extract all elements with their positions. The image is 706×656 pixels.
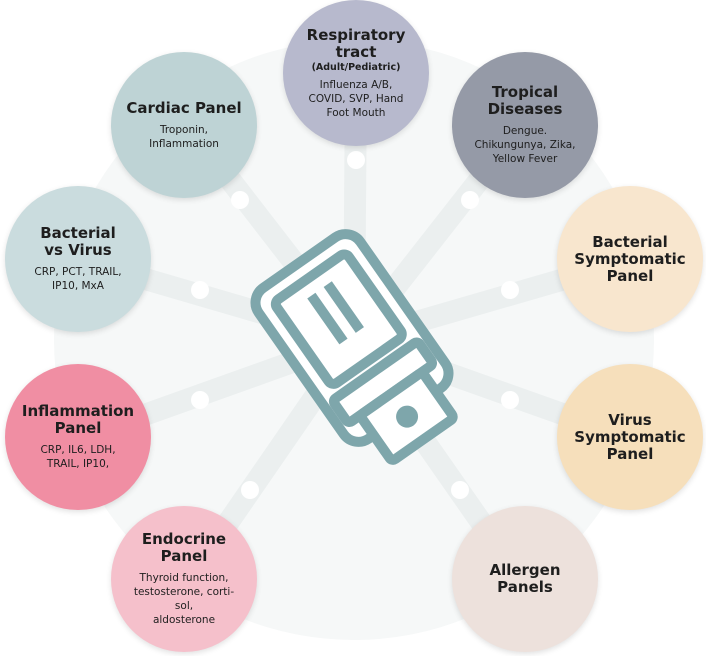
endocrine-panel: Endocrine Panel Thyroid function, testos… (111, 506, 257, 652)
respiratory-tract-panel: Respiratory tract (Adult/Pediatric) Infl… (283, 0, 429, 146)
panel-description: CRP, IL6, LDH, TRAIL, IP10, (40, 444, 116, 470)
virus-symptomatic-panel: Virus Symptomatic Panel (557, 364, 703, 510)
bacterial-vs-virus-panel: Bacterial vs Virus CRP, PCT, TRAIL, IP10… (5, 186, 151, 332)
panel-description: Thyroid function, testosterone, corti- s… (133, 572, 235, 626)
bacterial-symptomatic-panel: Bacterial Symptomatic Panel (557, 186, 703, 332)
inflammation-panel: Inflammation Panel CRP, IL6, LDH, TRAIL,… (5, 364, 151, 510)
panel-title: Bacterial vs Virus (40, 224, 116, 259)
tropical-diseases-panel: Tropical Diseases Dengue. Chikungunya, Z… (452, 52, 598, 198)
panel-description: Influenza A/B, COVID, SVP, Hand Foot Mou… (308, 78, 404, 119)
panel-title: Bacterial Symptomatic Panel (574, 232, 686, 285)
panel-title: Respiratory tract (306, 25, 406, 61)
panel-title: Tropical Diseases (487, 83, 563, 118)
cardiac-panel: Cardiac Panel Troponin, Inflammation (111, 52, 257, 198)
allergen-panels: Allergen Panels (452, 506, 598, 652)
panel-title: Virus Symptomatic Panel (574, 410, 686, 463)
panel-title: Endocrine Panel (141, 530, 227, 565)
panel-description: Dengue. Chikungunya, Zika, Yellow Fever (474, 125, 576, 165)
panel-title: Cardiac Panel (126, 98, 242, 117)
panel-description: CRP, PCT, TRAIL, IP10, MxA (34, 266, 122, 292)
panel-subtitle: (Adult/Pediatric) (311, 61, 401, 73)
panel-title: Inflammation Panel (21, 402, 135, 437)
panel-title: Allergen Panels (489, 561, 561, 596)
spoke-joints (191, 151, 519, 499)
panel-description: Troponin, Inflammation (149, 123, 219, 150)
test-cartridge-icon (250, 229, 458, 465)
